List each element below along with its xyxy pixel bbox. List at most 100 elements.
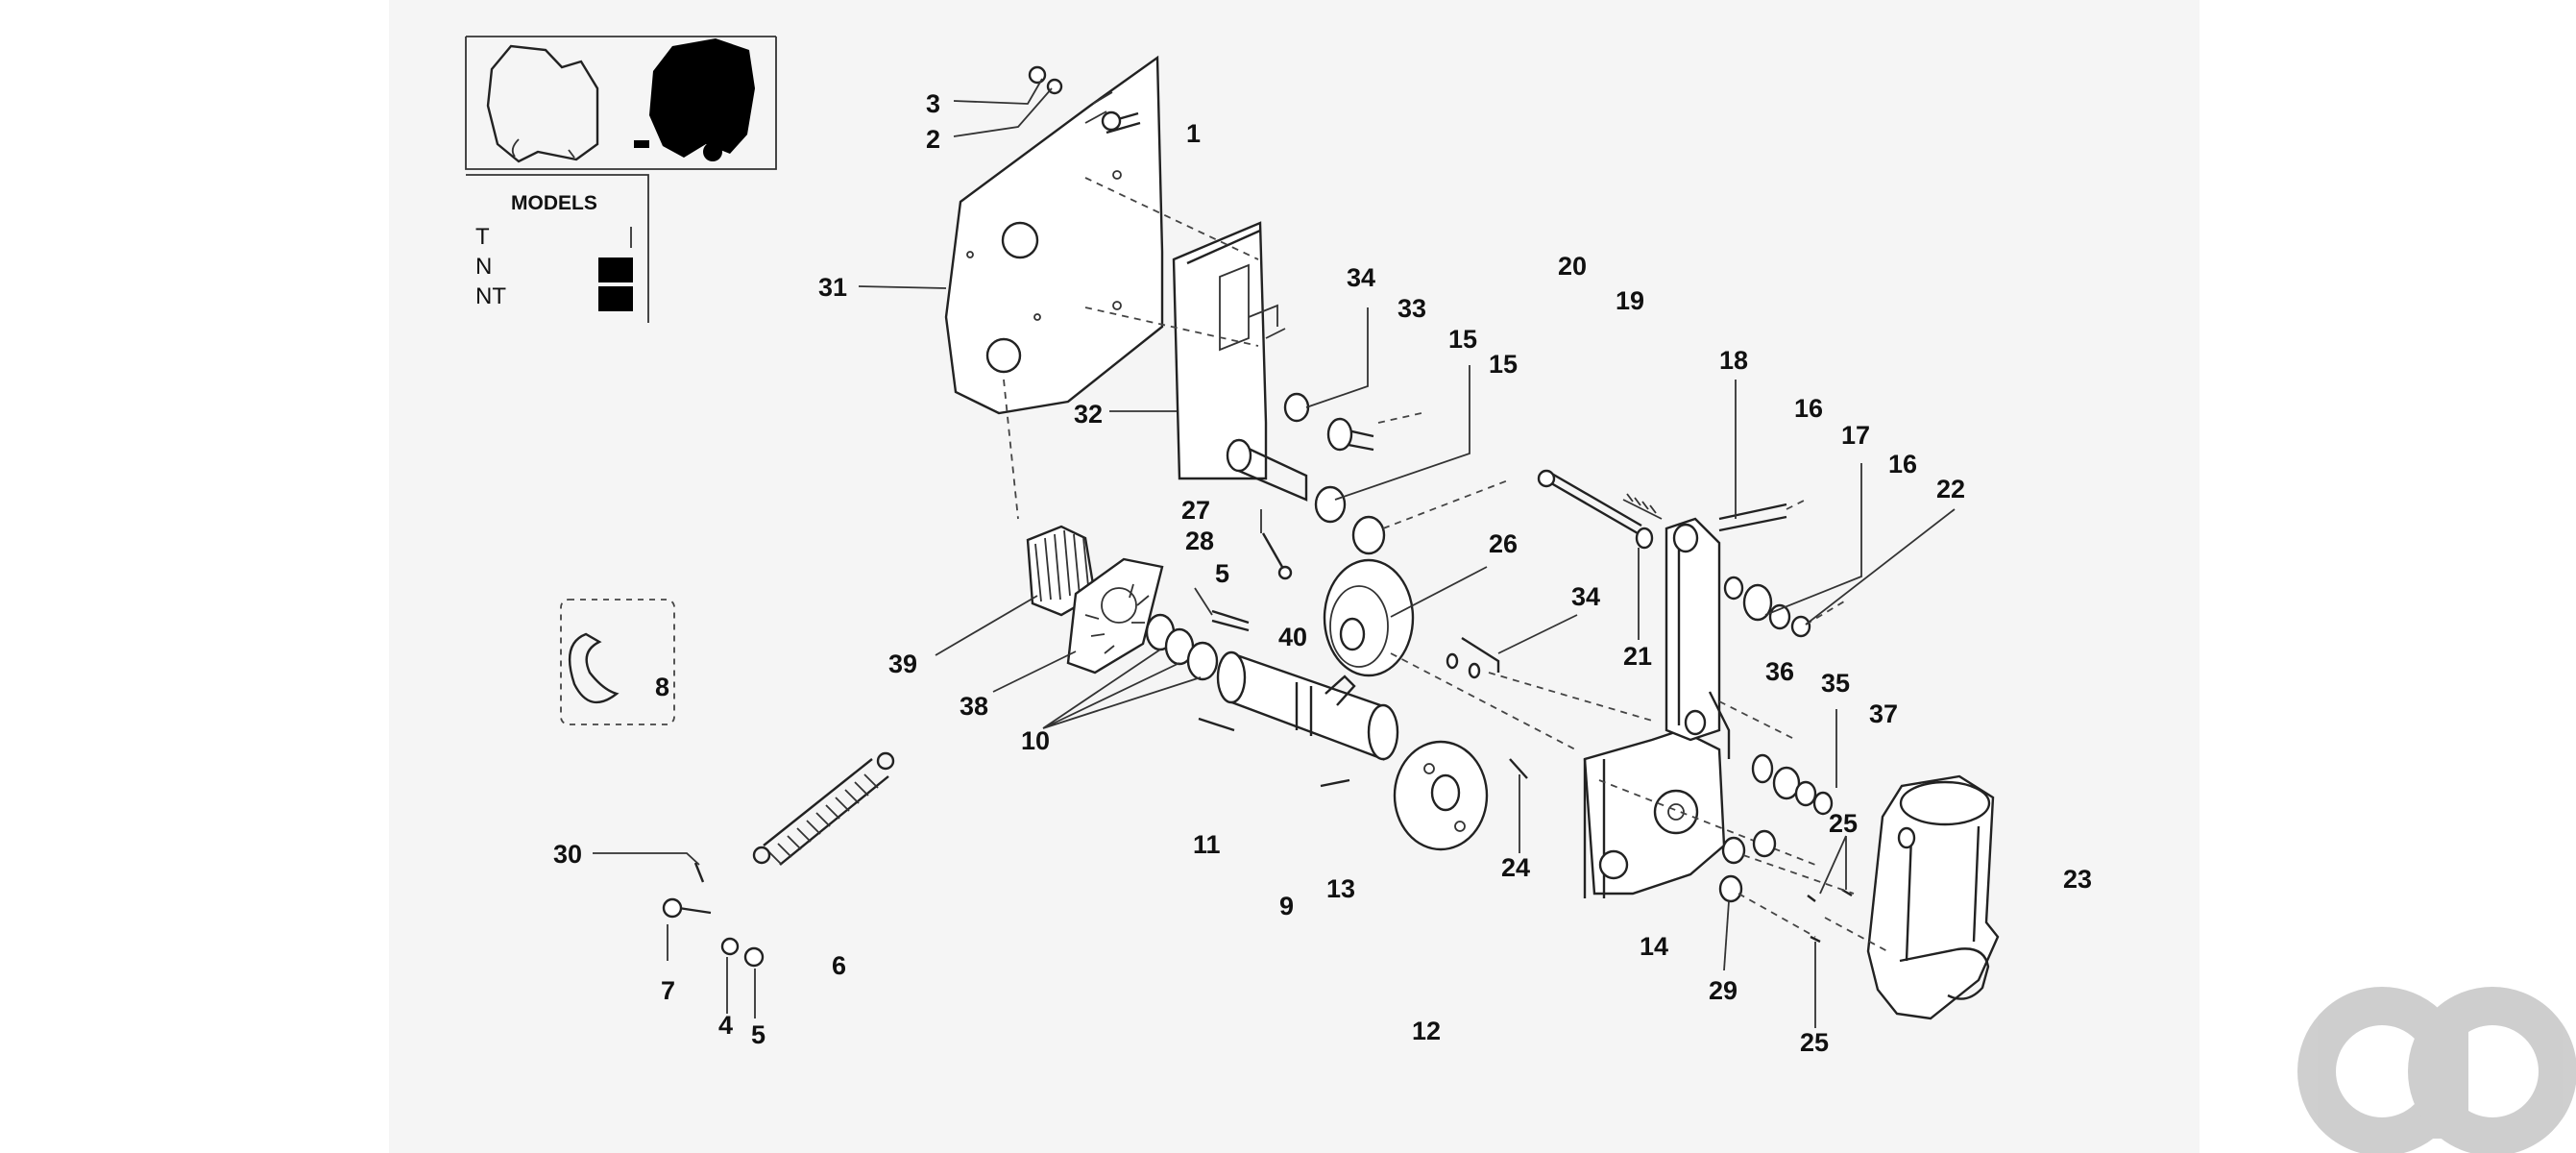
callout-33: 33: [1397, 294, 1426, 323]
callout-17: 17: [1841, 421, 1870, 450]
callout-14: 14: [1640, 932, 1668, 961]
filled-baler-icon: [649, 38, 755, 158]
part-13-pin: [1320, 778, 1350, 788]
callout-31: 31: [818, 273, 847, 302]
part-38-sprocket-plate: [1066, 557, 1164, 675]
part-29-nut-3: [1718, 874, 1743, 903]
model-code-nt: NT: [475, 283, 506, 309]
callout-16: 16: [1794, 394, 1823, 423]
part-37-washer: [1794, 780, 1817, 807]
callout-20: 20: [1558, 252, 1587, 281]
part-15-bushing-2: [1351, 515, 1386, 555]
part-18-bolt: [1718, 499, 1807, 532]
part-5-nut: [743, 946, 765, 968]
callout-1: 1: [1186, 119, 1201, 148]
part-20-bolt: [1537, 469, 1654, 550]
callout-5-b: 5: [751, 1020, 766, 1049]
callout-15: 15: [1448, 325, 1477, 354]
callout-22: 22: [1936, 475, 1965, 503]
callout-39: 39: [888, 650, 917, 678]
callout-labels: 3 2 1 31 20 19 34 33 15 15 18 32 16 17 1…: [553, 89, 2092, 1057]
part-34-washer-lower-1: [1446, 652, 1459, 670]
callout-23: 23: [2063, 865, 2092, 894]
callout-6: 6: [832, 951, 846, 980]
part-21-lever-arm: [1665, 517, 1731, 759]
part-12-hub: [1393, 740, 1489, 851]
part-30-pin: [693, 862, 705, 883]
part-1-bolt: [1101, 110, 1141, 135]
part-3-nut: [1028, 65, 1047, 85]
part-35-washer: [1772, 766, 1801, 800]
callout-34-b: 34: [1571, 582, 1600, 611]
part-25-screw: [1841, 888, 1853, 897]
callout-30: 30: [553, 840, 582, 869]
model-code-t: T: [475, 224, 490, 250]
callout-34: 34: [1347, 263, 1375, 292]
callout-36: 36: [1765, 657, 1794, 686]
part-29-nut-2: [1752, 829, 1777, 858]
callout-3: 3: [926, 89, 940, 118]
watermark-logo: [2297, 987, 2576, 1153]
part-15-bushing: [1314, 485, 1347, 524]
part-7-bolt: [662, 897, 712, 919]
model-code-n: N: [475, 254, 492, 280]
callout-37: 37: [1869, 699, 1898, 728]
callout-29: 29: [1709, 976, 1738, 1005]
callout-32: 32: [1074, 400, 1103, 429]
callout-7: 7: [661, 976, 675, 1005]
models-table: MODELS T N NT: [466, 174, 649, 323]
part-34-washer: [1283, 392, 1310, 423]
callout-25-b: 25: [1800, 1028, 1829, 1057]
part-27-screw: [1261, 532, 1293, 580]
part-24-pin: [1509, 758, 1528, 779]
callout-27: 27: [1181, 496, 1210, 525]
callout-26: 26: [1489, 529, 1518, 558]
callout-9: 9: [1279, 892, 1294, 920]
callout-25: 25: [1829, 809, 1858, 838]
part-19-spring: [1622, 493, 1663, 520]
part-16-washer: [1723, 576, 1744, 601]
part-4-washer: [720, 937, 740, 956]
part-17-washer: [1742, 583, 1773, 622]
callout-24: 24: [1501, 853, 1530, 882]
model-nt-marker: [598, 286, 633, 311]
callout-18: 18: [1719, 346, 1748, 375]
part-33-bolt: [1326, 412, 1422, 452]
part-6-spring: [752, 751, 895, 866]
callout-40: 40: [1278, 623, 1307, 651]
part-40-sprocket-wheel: [1323, 558, 1415, 677]
part-36-spacer: [1751, 753, 1774, 784]
callout-16-b: 16: [1888, 450, 1917, 478]
callout-19: 19: [1616, 286, 1644, 315]
callout-8: 8: [655, 673, 669, 701]
callout-28: 28: [1185, 527, 1214, 555]
callout-10: 10: [1021, 726, 1050, 755]
part-22-nut: [1790, 615, 1811, 638]
part-25-screw-2: [1807, 895, 1816, 902]
part-32-bracket: [1172, 221, 1308, 502]
models-heading: MODELS: [511, 192, 597, 214]
callout-13: 13: [1326, 874, 1355, 903]
callout-4: 4: [718, 1011, 733, 1040]
callout-21: 21: [1623, 642, 1652, 671]
part-10-washer-3: [1186, 641, 1219, 681]
callout-15-b: 15: [1489, 350, 1518, 379]
machine-silhouettes-thumbnail: [465, 36, 777, 170]
part-35-washer-2: [1812, 791, 1834, 816]
part-11-shaft: [1216, 650, 1399, 761]
callout-5: 5: [1215, 559, 1229, 588]
part-8-clip: [560, 599, 675, 725]
callout-12: 12: [1412, 1017, 1441, 1045]
callout-38: 38: [960, 692, 988, 721]
leader-lines: [593, 78, 1956, 1028]
part-25-screw-3: [1810, 935, 1821, 944]
part-34-washer-lower-2: [1468, 662, 1481, 679]
part-29-nut: [1721, 836, 1746, 865]
part-23-actuator: [1824, 774, 2000, 1020]
part-31-mounting-plate: [944, 55, 1164, 415]
callout-2: 2: [926, 125, 940, 154]
part-9-pin: [1198, 717, 1235, 732]
callout-35: 35: [1821, 669, 1850, 698]
callout-11: 11: [1193, 830, 1221, 859]
